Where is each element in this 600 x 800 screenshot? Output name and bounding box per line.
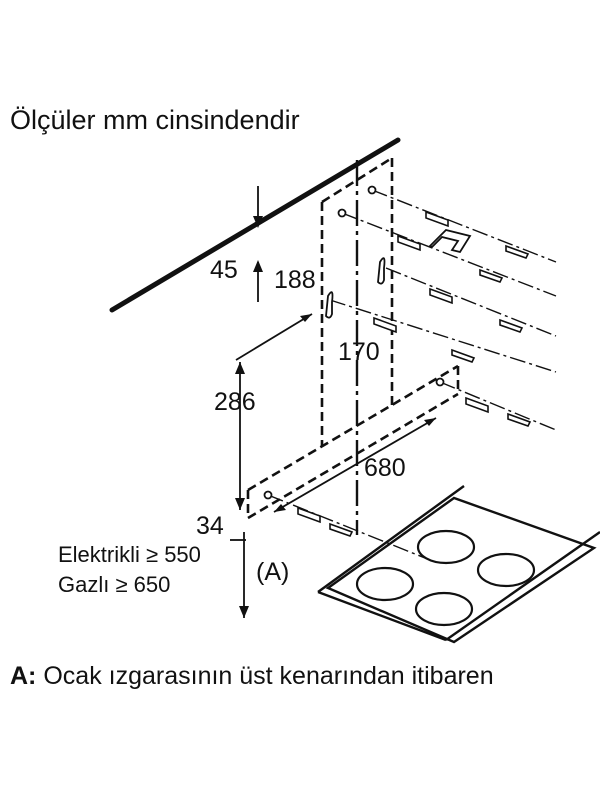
- gas-clearance: Gazlı ≥ 650: [58, 572, 170, 597]
- footnote: A: Ocak ızgarasının üst kenarından itiba…: [10, 660, 494, 692]
- wall-plugs: [297, 210, 532, 537]
- dimension-188: 188: [274, 266, 316, 294]
- ceiling-line: [109, 137, 401, 313]
- dimension-286: 286: [214, 388, 256, 416]
- dimension-45: 45: [210, 256, 238, 284]
- footnote-text: Ocak ızgarasının üst kenarından itibaren: [43, 662, 494, 690]
- dimension-34: 34: [196, 512, 224, 540]
- page-title: Ölçüler mm cinsindendir: [10, 105, 300, 135]
- mounting-holes: [263, 185, 445, 500]
- dimension-arrowheads: [235, 216, 436, 618]
- hood-outline: [246, 156, 460, 520]
- mounting-bracket: [428, 229, 472, 254]
- dimension-lines: [230, 186, 437, 618]
- dimension-680: 680: [364, 454, 406, 482]
- cooktop: [317, 485, 600, 644]
- cooktop-burners: [355, 529, 536, 627]
- dimension-170: 170: [338, 338, 380, 366]
- electric-clearance: Elektrikli ≥ 550: [58, 542, 201, 567]
- drill-lines: [267, 189, 557, 561]
- footnote-key: A:: [10, 662, 37, 690]
- reference-marker-a: (A): [256, 558, 289, 586]
